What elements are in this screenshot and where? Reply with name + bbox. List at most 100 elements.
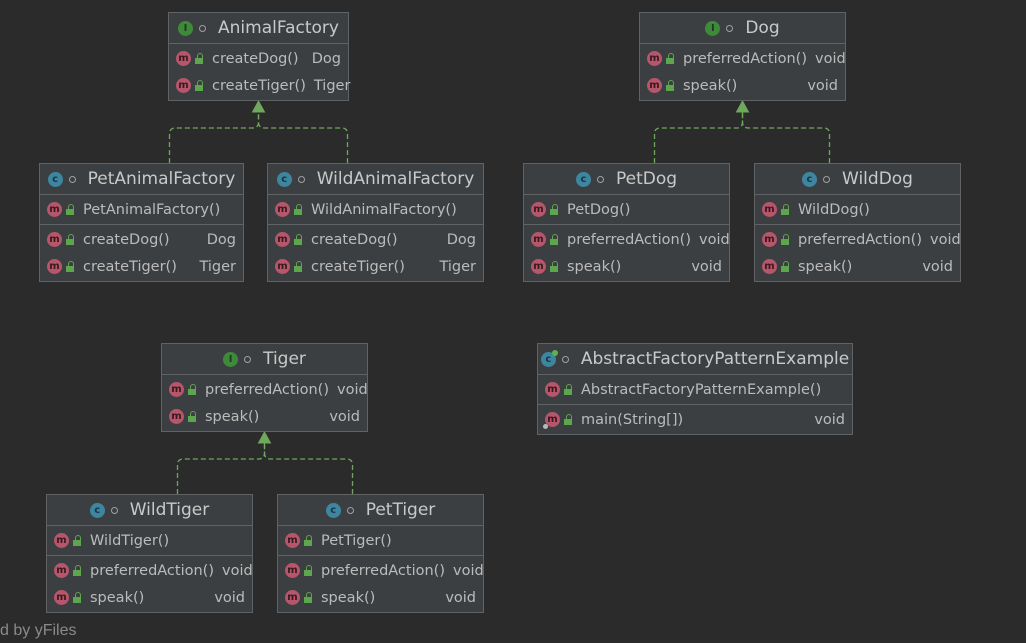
- method-name: createDog(): [83, 231, 170, 248]
- public-lock-icon: [781, 234, 790, 245]
- method-icon: m: [169, 409, 184, 424]
- public-lock-icon: [666, 80, 675, 91]
- method-name: speak(): [683, 77, 738, 94]
- method-icon: m: [285, 533, 300, 548]
- method-icon: m: [531, 232, 546, 247]
- node-title: Dog: [745, 18, 780, 38]
- interface-icon: I: [178, 20, 194, 36]
- method-return-type: void: [807, 77, 838, 94]
- method-icon: m: [285, 590, 300, 605]
- node-title: WildAnimalFactory: [316, 169, 475, 189]
- method-row[interactable]: m speak() void: [278, 584, 483, 611]
- node-title: PetDog: [615, 169, 678, 189]
- method-icon: m: [762, 232, 777, 247]
- public-lock-icon: [781, 204, 790, 215]
- method-name: speak(): [205, 408, 260, 425]
- node-title: Tiger: [263, 349, 306, 369]
- visibility-dot-icon: [823, 175, 831, 183]
- method-icon: m: [54, 563, 69, 578]
- public-lock-icon: [195, 80, 204, 91]
- public-lock-icon: [188, 411, 197, 422]
- node-header: c PetDog: [524, 164, 729, 195]
- method-icon: m: [47, 202, 62, 217]
- public-lock-icon: [550, 261, 559, 272]
- method-name: createTiger(): [311, 258, 405, 275]
- method-icon: m: [762, 259, 777, 274]
- node-header: I Dog: [640, 13, 845, 44]
- method-return-type: Tiger: [439, 258, 476, 275]
- inheritance-arrowhead: [735, 99, 750, 113]
- method-name: AbstractFactoryPatternExample(): [581, 381, 822, 398]
- visibility-dot-icon: [726, 24, 734, 32]
- method-return-type: Tiger: [199, 258, 236, 275]
- public-lock-icon: [73, 565, 82, 576]
- method-return-type: Tiger: [313, 77, 351, 94]
- method-name: speak(): [321, 589, 376, 606]
- interface-icon: I: [705, 20, 721, 36]
- method-row[interactable]: m speak() void: [755, 253, 960, 280]
- implements-edge: [263, 441, 354, 494]
- method-name: speak(): [798, 258, 853, 275]
- node-title: AnimalFactory: [218, 18, 339, 38]
- method-return-type: void: [815, 50, 846, 67]
- method-return-type: void: [922, 258, 953, 275]
- method-icon: m: [285, 563, 300, 578]
- method-name: preferredAction(): [683, 50, 807, 67]
- method-icon: m: [275, 232, 290, 247]
- class-icon: c: [575, 171, 591, 187]
- method-return-type: void: [214, 589, 245, 606]
- method-name: WildAnimalFactory(): [311, 201, 457, 218]
- method-return-type: void: [337, 381, 368, 398]
- implements-edge: [257, 110, 349, 163]
- inheritance-arrowhead: [257, 430, 272, 444]
- node-title: AbstractFactoryPatternExample: [580, 349, 850, 369]
- method-return-type: Dog: [206, 231, 236, 248]
- method-icon: m: [543, 412, 560, 429]
- method-name: preferredAction(): [798, 231, 922, 248]
- method-return-type: void: [445, 589, 476, 606]
- visibility-dot-icon: [110, 506, 118, 514]
